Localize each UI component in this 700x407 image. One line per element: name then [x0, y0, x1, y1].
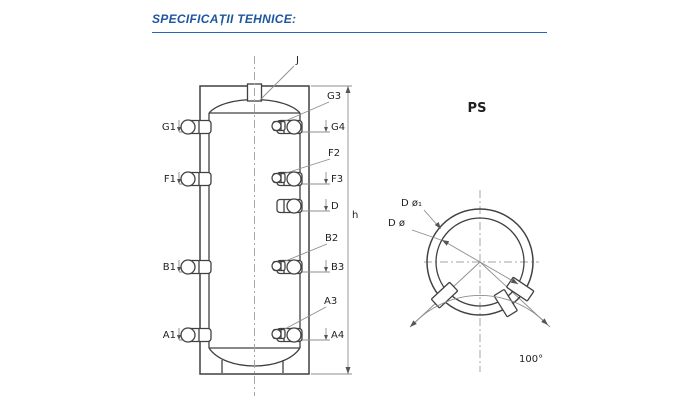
- angle-label: 100°: [519, 354, 543, 365]
- port-a1-flange: [180, 327, 196, 343]
- port-g4: G4: [276, 119, 345, 135]
- port-j-label: J: [295, 55, 299, 66]
- down-arrow-icon: [324, 267, 328, 272]
- arrow-icon: [434, 221, 441, 229]
- port-b3-flange: [286, 259, 302, 275]
- height-label: h: [352, 210, 358, 221]
- port-g1-label: G1: [162, 122, 176, 133]
- port-b2-flange: [271, 260, 282, 272]
- port-a3-label: A3: [324, 296, 337, 307]
- up-arrow-icon: [345, 86, 351, 93]
- stub-right-lower: [493, 289, 518, 318]
- port-f2-label: F2: [328, 148, 340, 159]
- port-g1: G1: [162, 119, 212, 135]
- stub-left: [431, 281, 458, 309]
- inner-diameter-label: D ø: [388, 218, 405, 229]
- arrow-icon: [441, 240, 450, 246]
- top-view-title: PS: [468, 101, 487, 116]
- port-g4-label: G4: [331, 122, 345, 133]
- port-f2-flange: [271, 172, 282, 184]
- port-b2-leader: [282, 243, 328, 263]
- port-b2-label: B2: [325, 233, 338, 244]
- top-view: PS 100° D ø₁ D: [388, 101, 551, 372]
- port-f1-label: F1: [164, 174, 176, 185]
- port-a3-leader: [282, 306, 327, 331]
- down-arrow-icon: [324, 206, 328, 211]
- port-d-label: D: [331, 201, 339, 212]
- arrow-icon: [410, 320, 417, 327]
- port-a3-flange: [271, 328, 282, 340]
- down-arrow-icon: [324, 179, 328, 184]
- front-view: J G1 F1: [162, 55, 358, 396]
- port-f3: F3: [276, 171, 343, 187]
- port-a1: A1: [163, 327, 212, 343]
- port-d: D: [276, 198, 339, 214]
- port-f1: F1: [164, 171, 212, 187]
- port-a4: A4: [276, 327, 344, 343]
- port-b2: B2: [271, 233, 338, 272]
- down-arrow-icon: [177, 179, 181, 184]
- down-arrow-icon: [345, 367, 351, 374]
- down-arrow-icon: [324, 335, 328, 340]
- arrow-icon: [541, 318, 548, 325]
- down-arrow-icon: [177, 127, 181, 132]
- port-j-leader: [259, 65, 295, 101]
- port-f1-flange: [180, 171, 196, 187]
- tank-inner-vessel: [208, 98, 301, 373]
- stub-right-upper: [506, 276, 535, 302]
- port-g4-flange: [286, 119, 302, 135]
- port-f2: F2: [271, 148, 340, 184]
- port-g3-flange: [271, 120, 282, 132]
- down-arrow-icon: [324, 127, 328, 132]
- port-a3: A3: [271, 296, 337, 340]
- outer-circle: [426, 208, 534, 316]
- inner-circle: [435, 217, 525, 307]
- port-g3-label: G3: [327, 91, 341, 102]
- port-a4-flange: [286, 327, 302, 343]
- outer-diameter-label: D ø₁: [401, 198, 422, 209]
- inner-diameter-leader: [411, 229, 442, 241]
- angle-arc: [412, 295, 548, 326]
- arrow-icon: [510, 278, 519, 284]
- title-underline: [152, 32, 547, 33]
- port-b3-label: B3: [331, 262, 344, 273]
- port-a4-label: A4: [331, 330, 344, 341]
- down-arrow-icon: [177, 267, 181, 272]
- inner-diameter-line: [441, 239, 519, 285]
- port-g3: G3: [271, 91, 341, 132]
- port-g3-leader: [282, 101, 330, 123]
- page-title: SPECIFICAȚII TEHNICE:: [152, 12, 297, 26]
- port-f3-label: F3: [331, 174, 343, 185]
- port-g1-flange: [180, 119, 196, 135]
- height-dimension: h: [311, 85, 358, 375]
- port-d-flange: [286, 198, 302, 214]
- port-b1-label: B1: [163, 262, 176, 273]
- down-arrow-icon: [177, 335, 181, 340]
- port-a1-label: A1: [163, 330, 176, 341]
- port-b1-flange: [180, 259, 196, 275]
- port-f3-flange: [286, 171, 302, 187]
- port-b1: B1: [163, 259, 212, 275]
- port-b3: B3: [276, 259, 344, 275]
- port-f2-leader: [282, 158, 331, 175]
